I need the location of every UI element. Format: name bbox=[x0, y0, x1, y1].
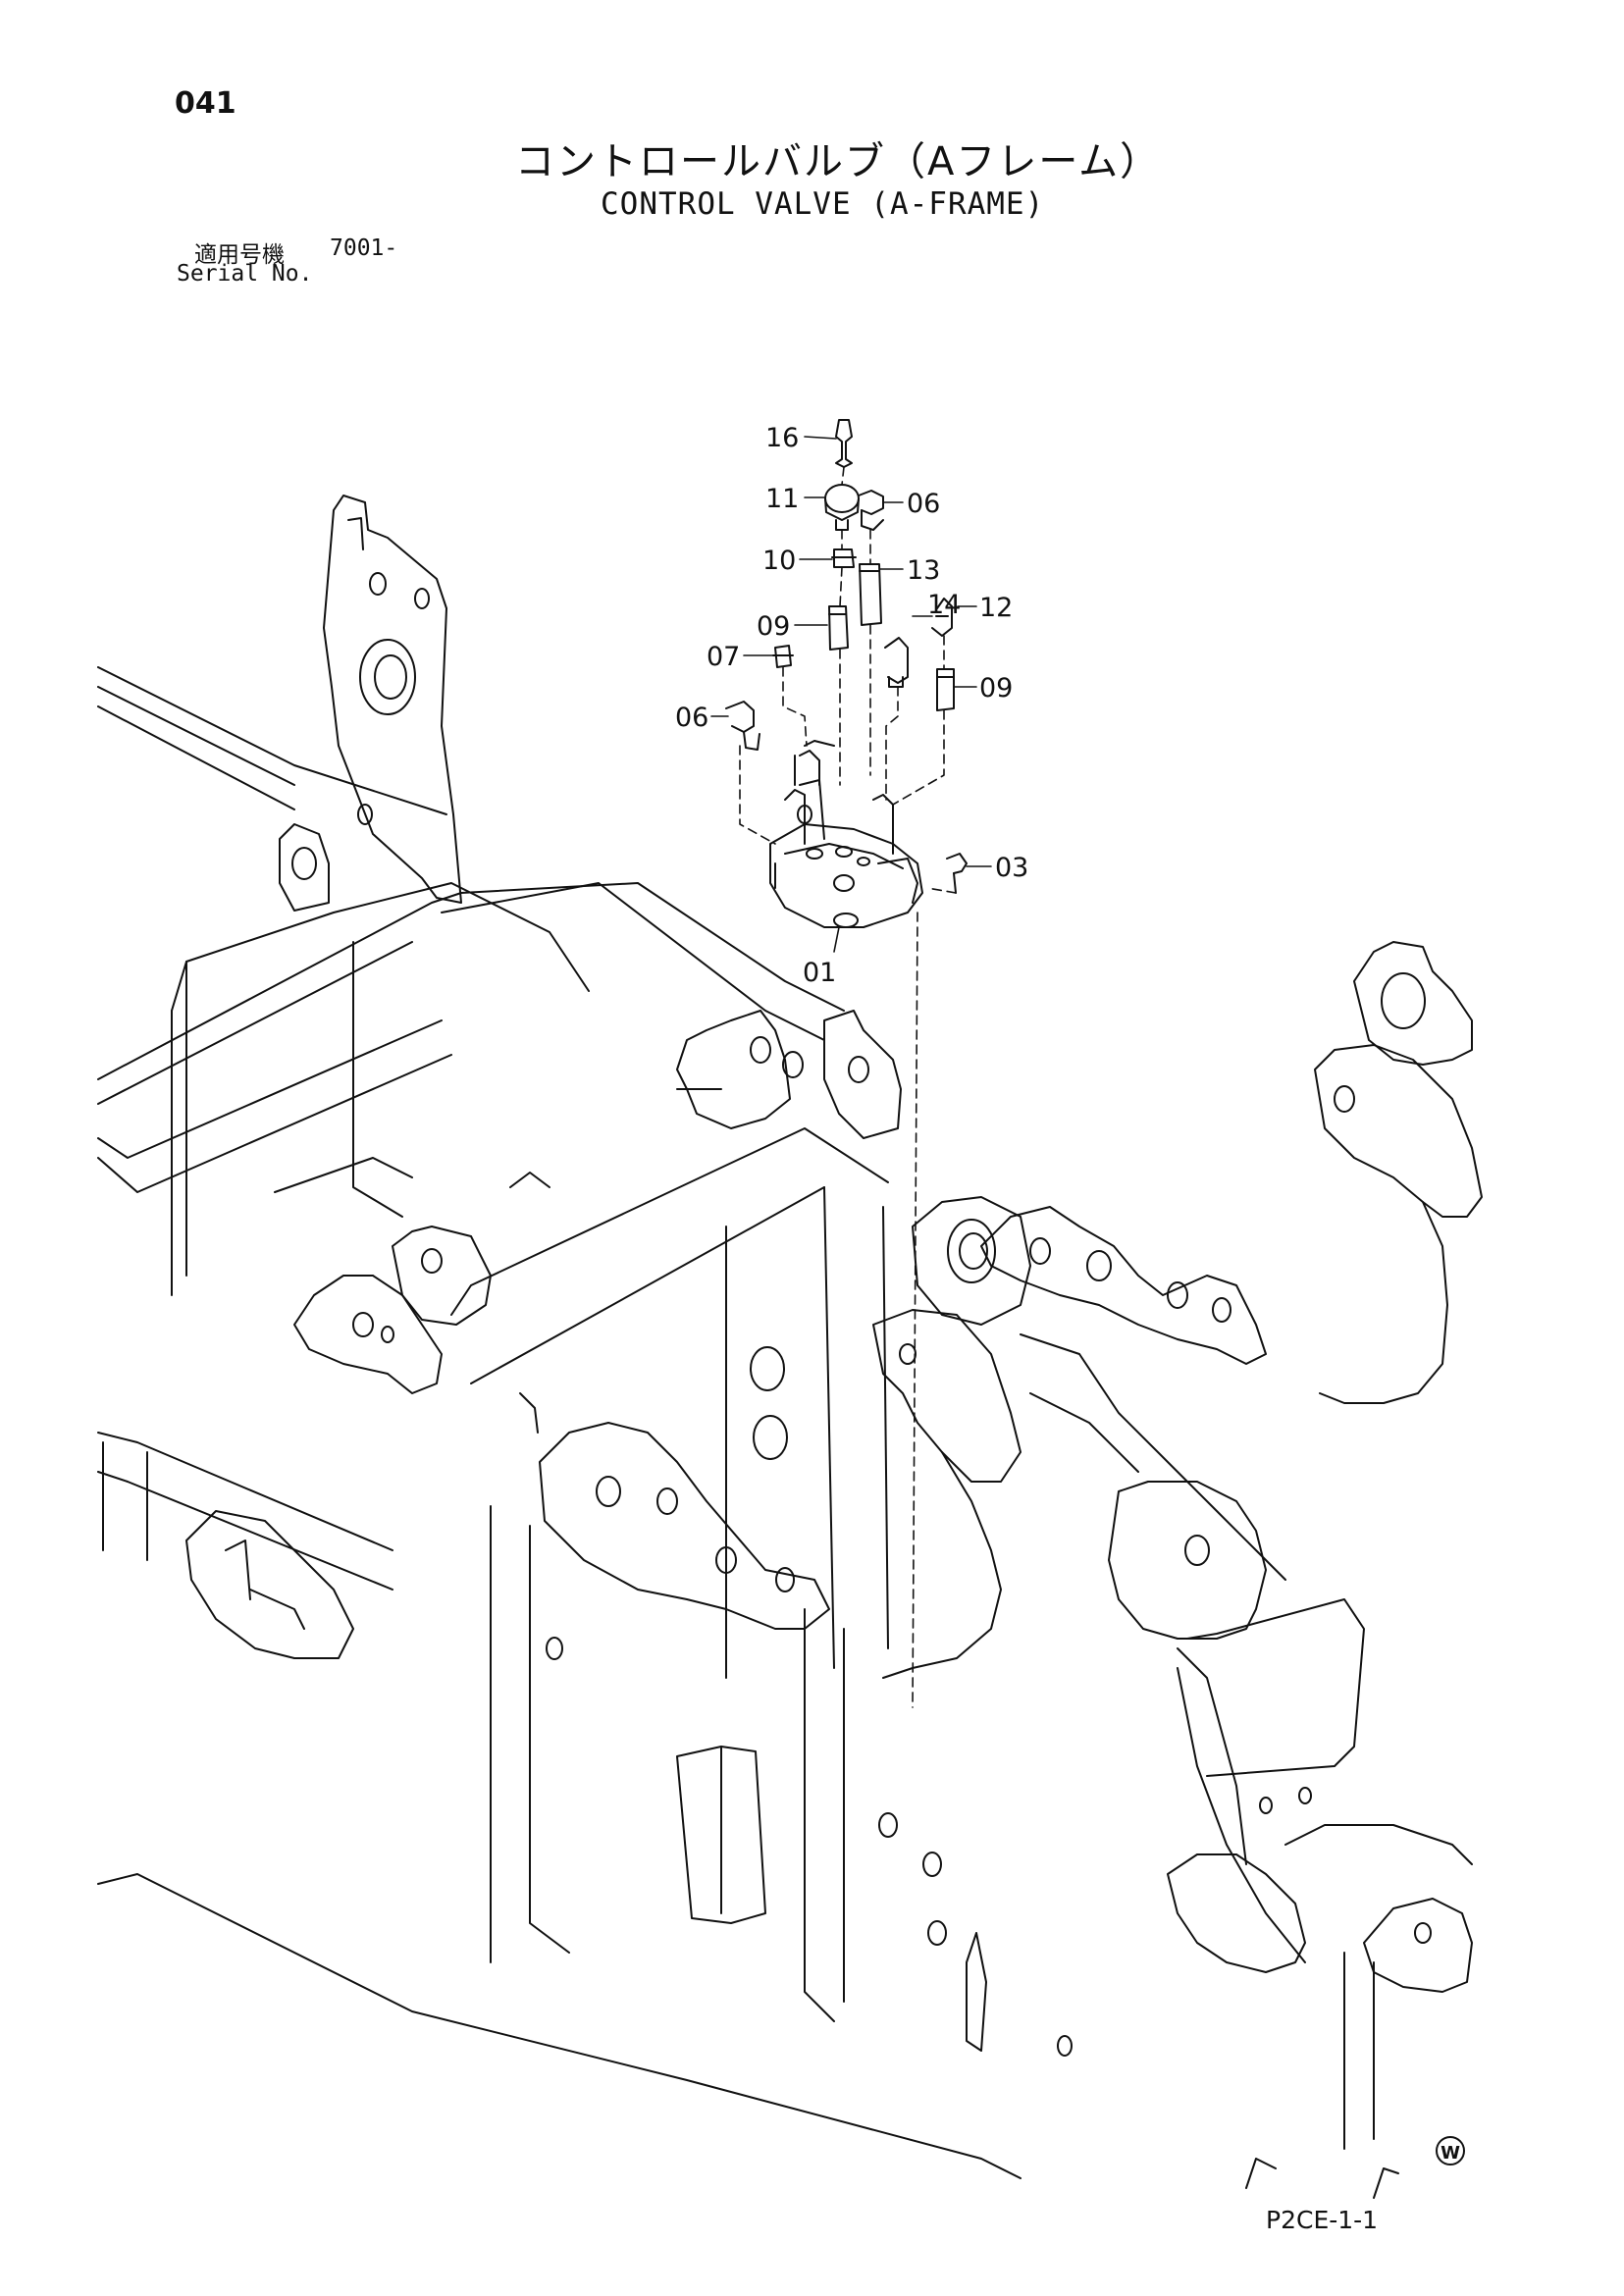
fitting-09a bbox=[828, 605, 849, 651]
fitting-12 bbox=[931, 598, 953, 637]
bolt-03 bbox=[946, 853, 968, 894]
title-english: CONTROL VALVE (A-FRAME) bbox=[601, 186, 1045, 222]
callout-06a: 06 bbox=[907, 489, 940, 519]
fitting-06a bbox=[858, 490, 884, 531]
right-boom-brackets bbox=[872, 941, 1483, 1993]
serial-label-japanese: 適用号機 bbox=[194, 242, 285, 268]
fitting-09b bbox=[936, 668, 955, 711]
drawing-code: P2CE-1-1 bbox=[1266, 2206, 1379, 2234]
callout-09b: 09 bbox=[979, 673, 1013, 704]
callout-11: 11 bbox=[765, 484, 799, 514]
page-number: 041 bbox=[175, 86, 236, 121]
fitting-16 bbox=[835, 419, 853, 468]
callout-leaders bbox=[710, 436, 992, 953]
control-valve-body bbox=[769, 740, 923, 928]
left-boom-brackets bbox=[293, 1010, 902, 1630]
callout-16: 16 bbox=[765, 423, 799, 453]
lower-side-plate bbox=[97, 1432, 1399, 2199]
callout-03: 03 bbox=[995, 853, 1028, 883]
w-mark-letter: W bbox=[1441, 2143, 1460, 2164]
callout-12: 12 bbox=[979, 593, 1013, 623]
title-japanese: コントロールバルブ（Aフレーム） bbox=[515, 139, 1162, 184]
fitting-14 bbox=[884, 637, 909, 688]
fitting-06b bbox=[725, 701, 760, 751]
assembly-guide-lines bbox=[739, 466, 957, 1708]
callout-13: 13 bbox=[907, 555, 940, 586]
fitting-07 bbox=[772, 645, 794, 668]
callout-07: 07 bbox=[707, 642, 740, 672]
fitting-13 bbox=[859, 563, 882, 626]
fitting-11 bbox=[824, 484, 860, 531]
left-frame-bracket bbox=[279, 495, 462, 912]
serial-label-english: Serial No. bbox=[177, 261, 313, 287]
w-mark: W bbox=[1436, 2136, 1465, 2166]
callout-01: 01 bbox=[803, 958, 836, 988]
callout-10: 10 bbox=[762, 546, 796, 576]
callout-09a: 09 bbox=[757, 611, 790, 642]
callout-06b: 06 bbox=[675, 703, 708, 733]
serial-value: 7001- bbox=[330, 235, 398, 261]
fitting-10 bbox=[831, 548, 857, 568]
center-crossmember bbox=[171, 882, 889, 1679]
callout-14: 14 bbox=[927, 590, 961, 620]
frame-rails bbox=[97, 666, 845, 1193]
